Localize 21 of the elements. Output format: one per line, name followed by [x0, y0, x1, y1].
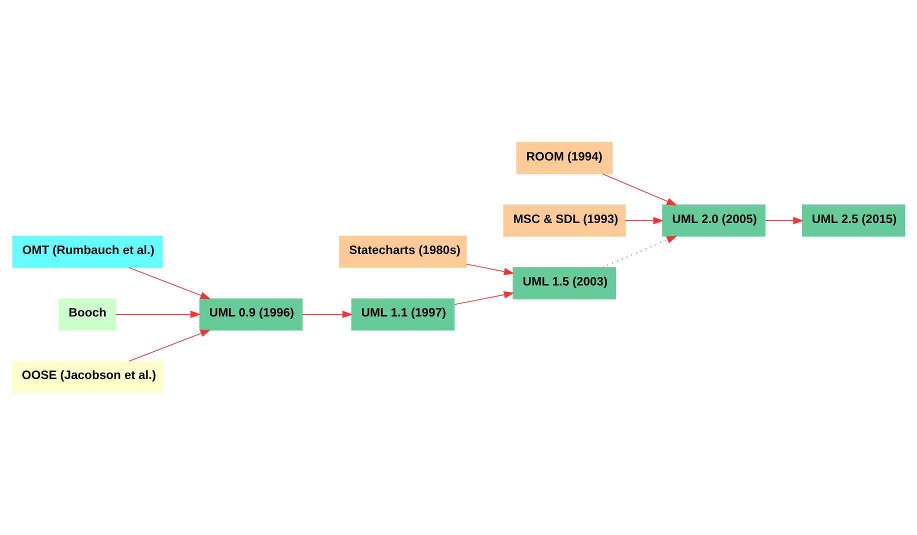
node-box: Booch	[58, 298, 116, 330]
arrow	[128, 330, 211, 362]
arrow	[454, 291, 514, 305]
node-box: UML 1.1 (1997)	[351, 298, 455, 330]
node-box: OOSE (Jacobson et al.)	[12, 360, 163, 393]
arrow	[624, 216, 664, 224]
node-box: Statecharts (1980s)	[339, 236, 467, 268]
arrow	[466, 264, 514, 276]
arrow	[764, 216, 804, 224]
node-box: UML 2.0 (2005)	[662, 204, 766, 237]
node-box: UML 0.9 (1996)	[199, 298, 303, 330]
arrow	[128, 267, 211, 300]
node-box: MSC & SDL (1993)	[503, 204, 626, 237]
arrow	[602, 173, 678, 206]
arrow	[602, 236, 678, 268]
arrow	[302, 310, 353, 318]
node-box: UML 2.5 (2015)	[802, 204, 906, 237]
node-box: UML 1.5 (2003)	[512, 267, 616, 300]
node-box: OMT (Rumbauch et al.)	[12, 236, 162, 268]
arrow	[115, 310, 201, 318]
node-box: ROOM (1994)	[516, 142, 613, 174]
